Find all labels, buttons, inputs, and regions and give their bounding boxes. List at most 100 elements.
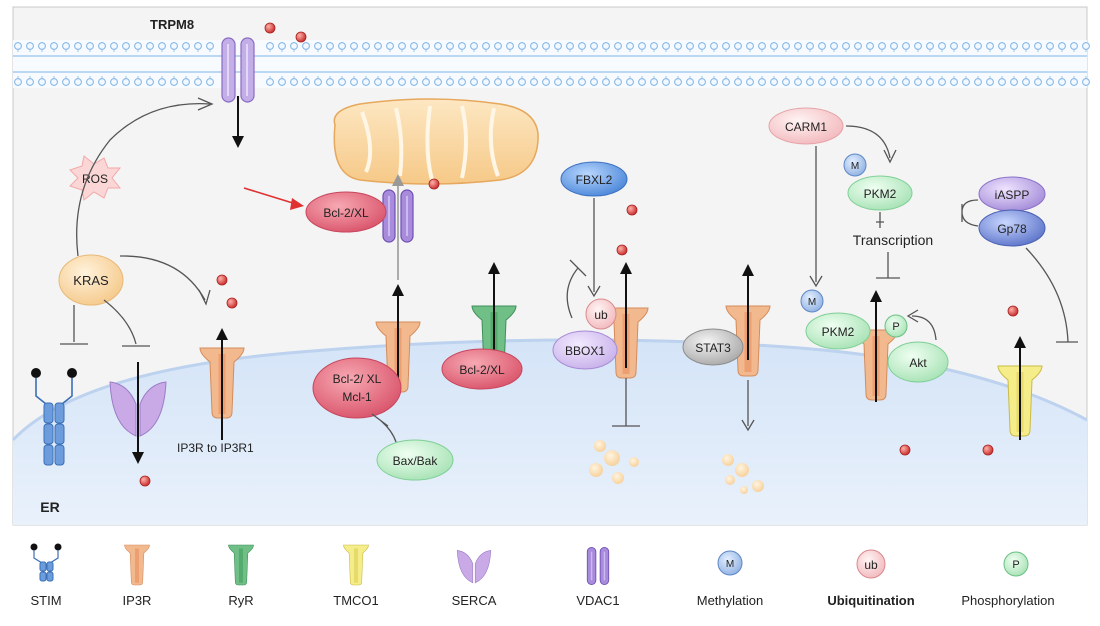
lipid-head [542, 42, 550, 50]
lipid-head [914, 42, 922, 50]
lipid-head [650, 42, 658, 50]
kras-node [58, 254, 124, 306]
bbox1-node [552, 330, 618, 370]
bax-bak-label: Bax/Bak [393, 454, 439, 468]
lipid-head [1058, 42, 1066, 50]
stat3-down-arrow [741, 380, 755, 432]
lipid-head [470, 42, 478, 50]
ub-inhibit [566, 259, 587, 319]
lipid-head [998, 42, 1006, 50]
bcl-mcl-label-1: Bcl-2/ XL [333, 372, 382, 386]
lipid-head [278, 78, 286, 86]
lipid-head [878, 78, 886, 86]
lipid-head [830, 42, 838, 50]
lipid-head [482, 78, 490, 86]
lipid-head [410, 42, 418, 50]
ub-badge [585, 298, 617, 330]
lipid-head [1058, 78, 1066, 86]
p-badge-label: P [892, 321, 899, 333]
lipid-head [662, 78, 670, 86]
lipid-head [794, 42, 802, 50]
lipid-head [602, 42, 610, 50]
lipid-head [878, 42, 886, 50]
carm1-to-pkm2 [845, 125, 897, 164]
legend-stim-label: STIM [30, 593, 61, 608]
lipid-head [290, 78, 298, 86]
lipid-head [26, 42, 34, 50]
lipid-head [866, 78, 874, 86]
serca-arrow [132, 362, 144, 464]
lipid-head [446, 42, 454, 50]
lipid-head [134, 42, 142, 50]
lipid-head [542, 78, 550, 86]
lipid-head [14, 42, 22, 50]
lipid-head [626, 78, 634, 86]
lipid-head [398, 78, 406, 86]
lipid-head [938, 78, 946, 86]
lipid-head [170, 78, 178, 86]
lipid-head [374, 78, 382, 86]
lipid-head [950, 42, 958, 50]
legend-ip3r-label: IP3R [123, 593, 152, 608]
iaspp-label: iASPP [995, 188, 1030, 202]
lipid-head [890, 42, 898, 50]
gp78-label: Gp78 [997, 222, 1027, 236]
lipid-head [926, 42, 934, 50]
lipid-head [578, 78, 586, 86]
red-arrow [243, 187, 304, 210]
lipid-head [794, 78, 802, 86]
lipid-head [14, 78, 22, 86]
lipid-head [170, 42, 178, 50]
lipid-head [578, 42, 586, 50]
akt-label: Akt [909, 356, 927, 370]
lipid-head [662, 42, 670, 50]
lipid-head [146, 42, 154, 50]
lipid-head [122, 42, 130, 50]
pkm2-lower-label: PKM2 [822, 325, 855, 339]
lipid-head [698, 42, 706, 50]
lipid-head [758, 42, 766, 50]
ip3r-note-label: IP3R to IP3R1 [177, 441, 254, 455]
lipid-head [554, 42, 562, 50]
lipid-head [518, 78, 526, 86]
bax-inhibit [371, 413, 397, 443]
lipid-head [650, 78, 658, 86]
legend-phosphorylation-symbol: P [1012, 559, 1019, 571]
lipid-head [206, 78, 214, 86]
lipid-head [986, 42, 994, 50]
plasma-membrane [13, 40, 1090, 88]
pkm2-lower-node [805, 312, 871, 350]
legend-phosphorylation-label: Phosphorylation [961, 593, 1054, 608]
er-lumen [13, 339, 1087, 525]
gp78-inhibit [1025, 247, 1078, 343]
lipid-head [1034, 78, 1042, 86]
akt-node [887, 341, 949, 383]
degradation-droplets-2 [722, 454, 764, 494]
carm1-node [768, 107, 844, 145]
lipid-head [134, 78, 142, 86]
fbxl2-label: FBXL2 [576, 173, 613, 187]
ub-badge-label: ub [594, 308, 608, 322]
lipid-head [602, 78, 610, 86]
lipid-head [1046, 42, 1054, 50]
iaspp-inhibit [961, 199, 979, 227]
lipid-head [50, 42, 58, 50]
lipid-head [674, 78, 682, 86]
fbxl2-node [560, 161, 628, 197]
bbox1-label: BBOX1 [565, 344, 605, 358]
lipid-head [326, 78, 334, 86]
lipid-head [494, 42, 502, 50]
lipid-head [1022, 42, 1030, 50]
lipid-head [938, 42, 946, 50]
lipid-head [566, 42, 574, 50]
lipid-head [782, 42, 790, 50]
lipid-head [386, 78, 394, 86]
lipid-head [818, 42, 826, 50]
lipid-head [158, 42, 166, 50]
lipid-head [98, 78, 106, 86]
akt-to-p-arrow [906, 309, 937, 341]
lipid-head [866, 42, 874, 50]
lipid-head [914, 78, 922, 86]
lipid-head [974, 78, 982, 86]
